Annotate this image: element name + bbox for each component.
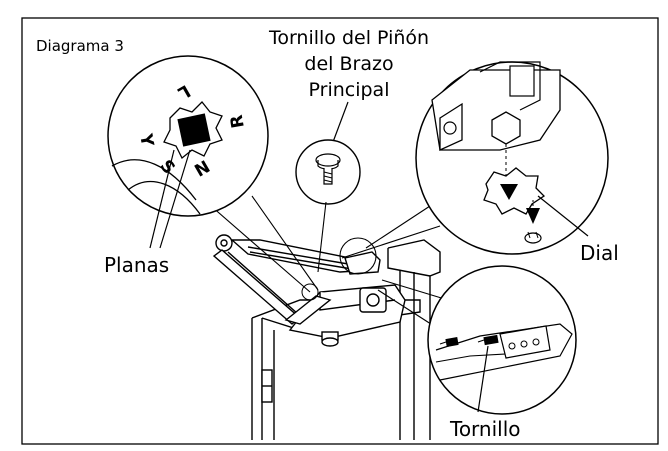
pinion-screw-label-line3: Principal xyxy=(309,79,390,101)
pinion-screw-detail: Tornillo del Piñón del Brazo Principal xyxy=(268,27,429,273)
pinion-screw-label-line2: del Brazo xyxy=(304,53,393,75)
diagram-frame xyxy=(21,17,659,445)
closer-arms xyxy=(212,234,381,325)
flats-leader-2 xyxy=(159,149,191,249)
dial-letter-r: R xyxy=(227,113,249,129)
dial-label: Dial xyxy=(580,241,619,265)
dial-screw-magnifier xyxy=(339,61,609,275)
screw-leader xyxy=(477,345,489,413)
screw-magnifier xyxy=(377,265,577,415)
dial-leader xyxy=(537,195,589,237)
screw-label: Tornillo xyxy=(449,417,521,441)
flats-label: Planas xyxy=(104,253,169,277)
pinion-screw-label-line1: Tornillo del Piñón xyxy=(268,27,429,49)
dial-magnifier: L R N S Y xyxy=(107,55,319,301)
flats-leader-1 xyxy=(149,149,175,249)
diagram-title: Diagrama 3 xyxy=(36,37,124,55)
dial-letter-y: Y xyxy=(135,131,157,148)
